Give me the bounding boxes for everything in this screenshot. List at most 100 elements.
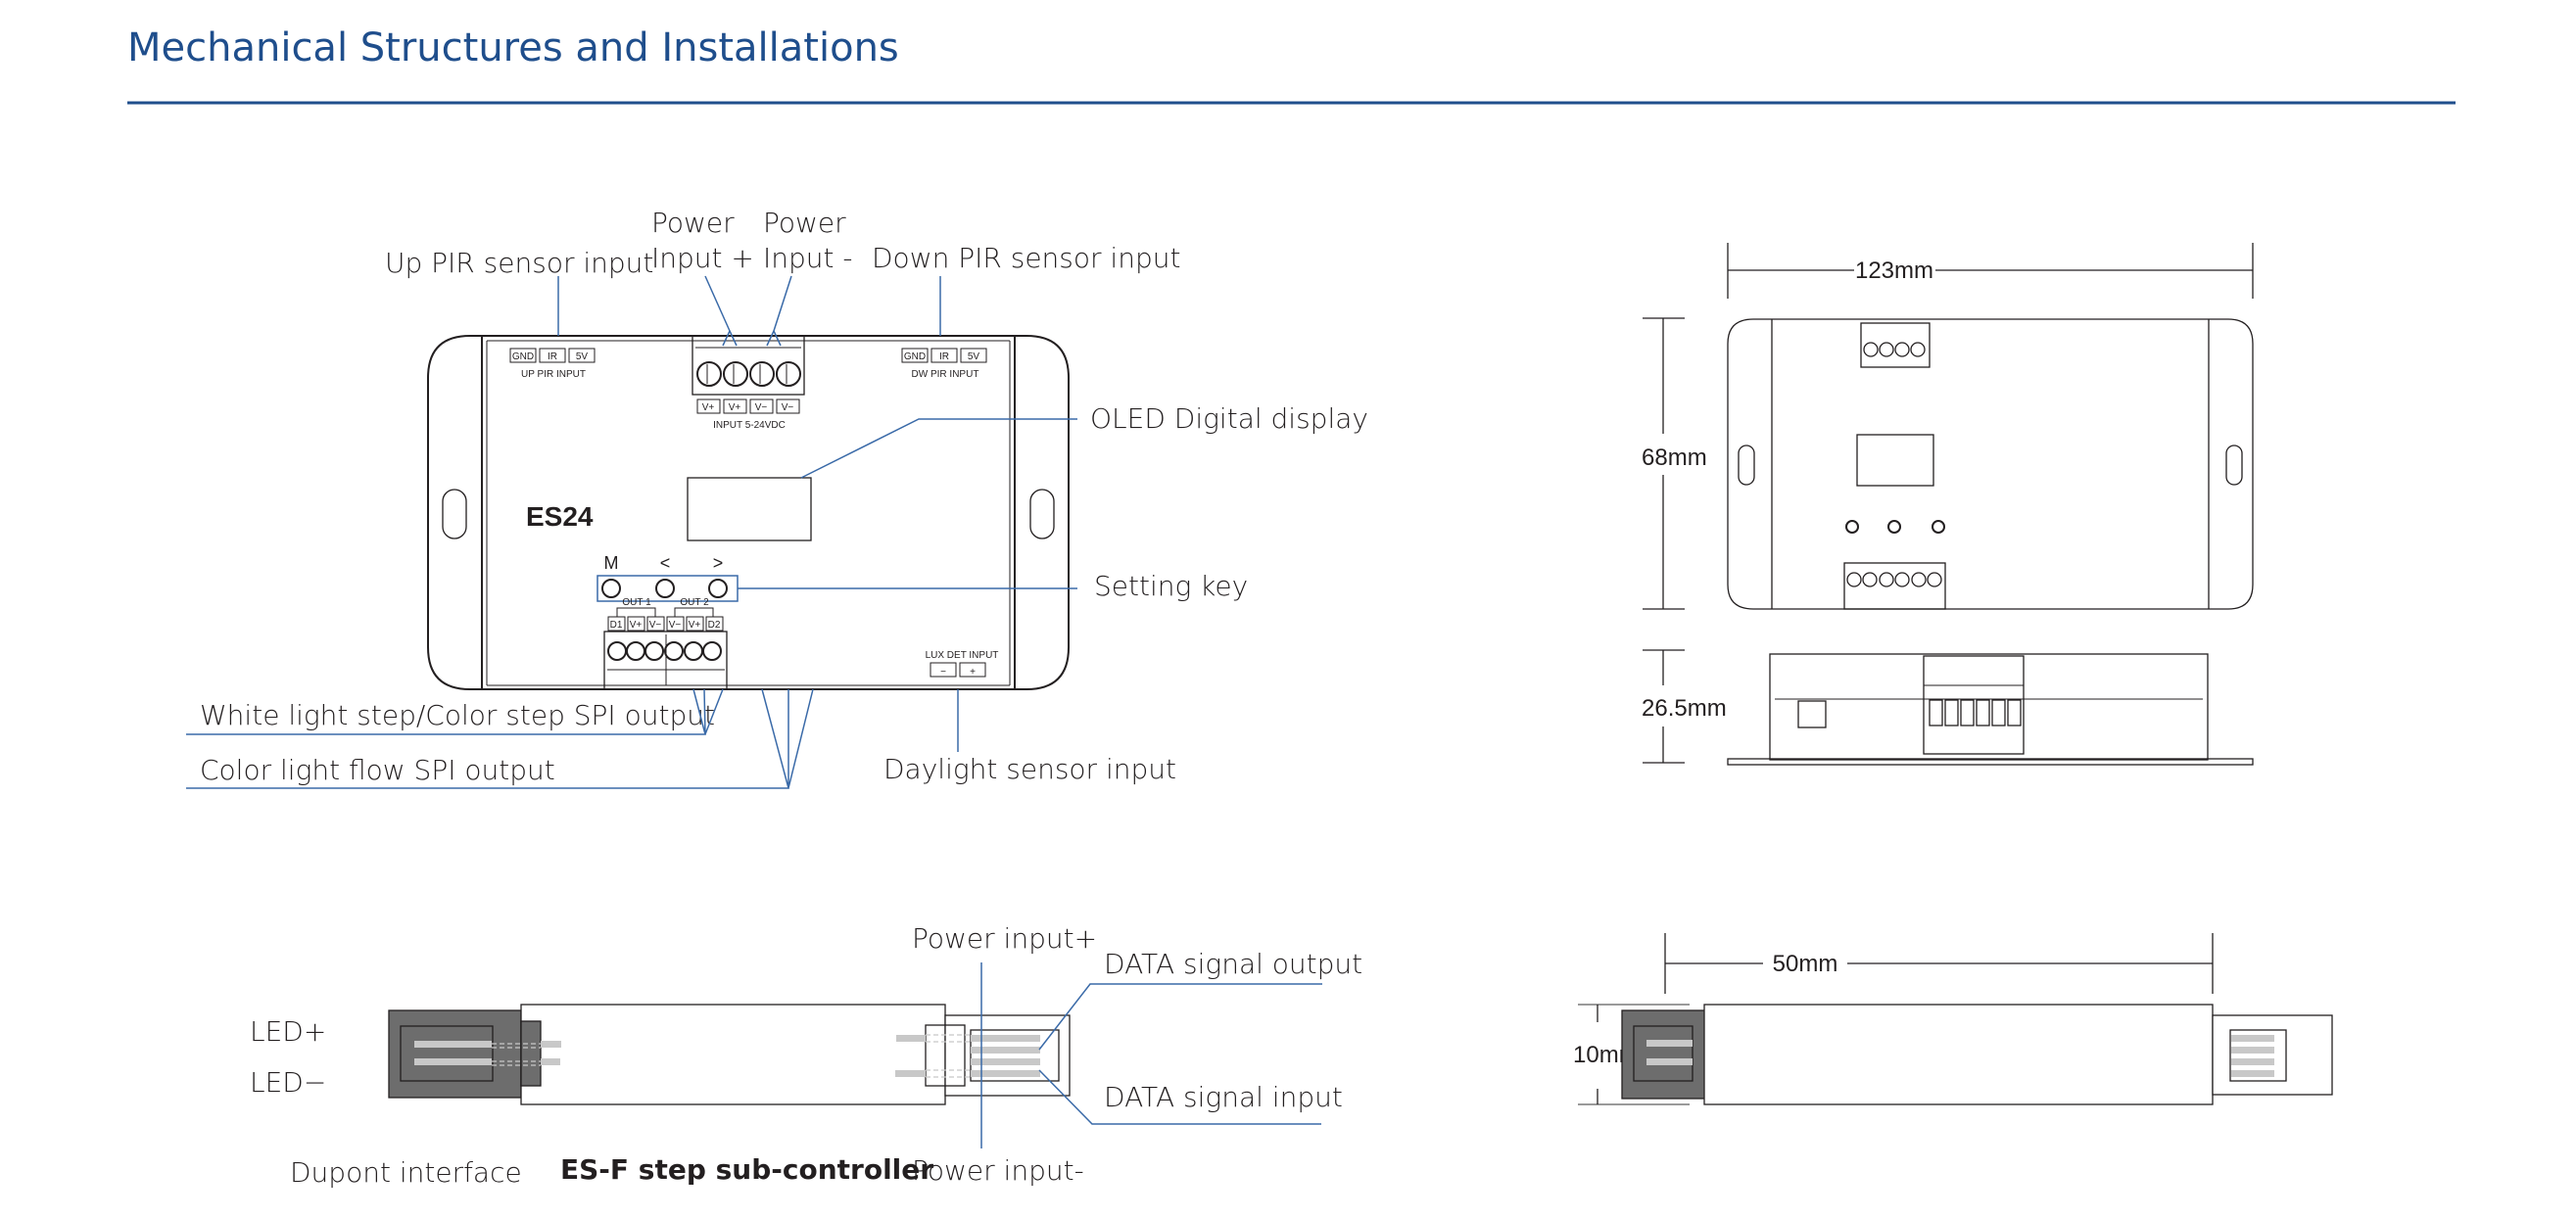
screw-icon xyxy=(1863,342,1879,357)
label-led-plus: LED+ xyxy=(250,1015,326,1048)
callout-setting-key: Setting key xyxy=(1094,570,1248,602)
screw-icon xyxy=(607,641,627,661)
callout-oled: OLED Digital display xyxy=(1090,402,1368,435)
leader-line xyxy=(704,275,738,347)
screw-icon xyxy=(1879,572,1894,587)
leader-line xyxy=(766,275,792,347)
callout-power-minus-1: Power xyxy=(763,207,846,239)
screw-icon xyxy=(684,641,703,661)
lux-input-connector: LUX DET INPUT − + xyxy=(926,650,999,678)
terminal-housing xyxy=(692,335,805,396)
dim-height: 68mm xyxy=(1642,445,1707,471)
pin-box xyxy=(930,662,957,678)
oled-display xyxy=(1856,434,1934,487)
leader-line xyxy=(1038,983,1322,1051)
pin-label: IR xyxy=(548,351,557,362)
plug-pin xyxy=(896,1035,926,1042)
key-button-right[interactable] xyxy=(708,579,728,598)
dupont-pin xyxy=(541,1041,561,1048)
callout-power-plus-1: Power xyxy=(651,207,735,239)
sub-controller-diagram: LED+ LED− Power input+ DATA signal outpu… xyxy=(250,922,1362,1189)
pin-label: D2 xyxy=(708,620,721,631)
sub-body xyxy=(520,1004,946,1105)
dim-sub-length: 50mm xyxy=(1773,951,1838,977)
dw-pir-connector: GND IR 5V DW PIR INPUT xyxy=(901,348,987,380)
out1-label: OUT 1 xyxy=(622,597,651,608)
screw-icon xyxy=(644,641,664,661)
screw-icon xyxy=(1879,342,1894,357)
key-button-left[interactable] xyxy=(655,579,675,598)
screw-icon xyxy=(1862,572,1878,587)
screw-icon xyxy=(723,361,748,387)
up-pir-caption: UP PIR INPUT xyxy=(521,369,586,380)
leader-line xyxy=(800,418,1077,479)
pin-label: + xyxy=(970,667,976,678)
pin-box xyxy=(723,398,747,414)
label-dupont: Dupont interface xyxy=(290,1156,522,1189)
side-body xyxy=(1769,653,2209,761)
pin-box xyxy=(627,616,645,632)
main-device-diagram: GND IR 5V UP PIR INPUT GND IR 5V DW PIR … xyxy=(427,335,1070,690)
mount-slot-right xyxy=(1029,489,1055,539)
dupont-pin xyxy=(1646,1040,1693,1047)
pin-label: GND xyxy=(512,351,534,362)
up-pir-connector: GND IR 5V UP PIR INPUT xyxy=(509,348,596,380)
dim-depth: 26.5mm xyxy=(1642,695,1727,722)
pin-label: V− xyxy=(755,402,768,413)
terminal-slot xyxy=(1976,699,1990,726)
mount-slot-left xyxy=(442,489,467,539)
pin-box xyxy=(666,616,685,632)
key-icon xyxy=(1845,520,1859,534)
dupont-pin xyxy=(414,1041,492,1048)
label-power-plus: Power input+ xyxy=(912,922,1097,955)
plug-pin xyxy=(971,1047,1040,1054)
dupont-pin xyxy=(541,1058,560,1065)
leader-line xyxy=(186,688,724,735)
label-data-out: DATA signal output xyxy=(1104,948,1362,980)
screw-icon xyxy=(1894,342,1910,357)
pin-label: 5V xyxy=(576,351,589,362)
screw-icon xyxy=(1846,572,1862,587)
device-body xyxy=(427,335,1070,690)
page-title: Mechanical Structures and Installations xyxy=(127,25,899,70)
screw-icon xyxy=(749,361,775,387)
key-label-left: < xyxy=(660,553,671,573)
device-outline xyxy=(1727,318,2254,610)
top-view-dimensioned: 123mm 68mm xyxy=(1642,243,2254,610)
terminal-slot xyxy=(2007,699,2022,726)
pin-label: V+ xyxy=(702,402,715,413)
label-power-minus: Power input- xyxy=(912,1154,1084,1187)
key-button-m[interactable] xyxy=(601,579,621,598)
plug-pin xyxy=(2231,1047,2274,1054)
main-callouts: Up PIR sensor input Power Input + Power … xyxy=(186,207,1368,789)
sub-body xyxy=(1703,1004,2214,1105)
callout-color-flow: Color light flow SPI output xyxy=(200,754,555,786)
pin-box xyxy=(607,616,626,632)
callout-power-plus-2: Input + xyxy=(651,242,754,274)
plug-pin xyxy=(2231,1058,2274,1065)
mount-slot xyxy=(1738,445,1755,486)
pin-box xyxy=(509,348,537,363)
dupont-pin xyxy=(414,1058,492,1065)
plug-pin xyxy=(2231,1070,2274,1077)
callout-daylight: Daylight sensor input xyxy=(883,753,1176,785)
pin-label: D1 xyxy=(610,620,623,631)
pin-label: IR xyxy=(939,351,949,362)
dim-width: 123mm xyxy=(1855,258,1933,284)
terminal-housing xyxy=(603,631,728,690)
screw-icon xyxy=(1911,572,1927,587)
side-connector xyxy=(1797,700,1827,728)
lux-caption: LUX DET INPUT xyxy=(926,650,999,661)
pin-box xyxy=(539,348,566,363)
pin-label: V+ xyxy=(729,402,741,413)
pin-box xyxy=(646,616,665,632)
callout-down-pir: Down PIR sensor input xyxy=(872,242,1180,274)
out2-label: OUT 2 xyxy=(680,597,709,608)
out1-bracket xyxy=(616,607,656,617)
screw-icon xyxy=(626,641,645,661)
plug-pin xyxy=(971,1058,1040,1065)
pin-box xyxy=(960,348,987,363)
callout-power-minus-2: Input - xyxy=(763,242,853,274)
pin-label: 5V xyxy=(968,351,980,362)
